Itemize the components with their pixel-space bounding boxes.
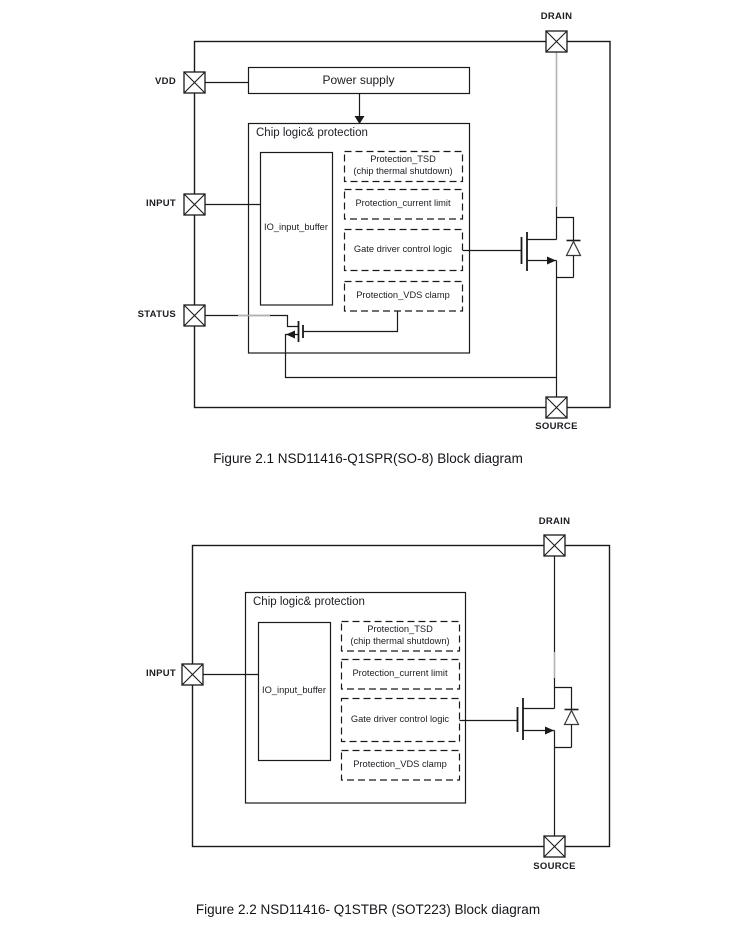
fig2-body-diode-icon (563, 708, 580, 748)
fig1-protection-current-limit-box (343, 188, 464, 220)
fig2-pins (181, 534, 566, 858)
fig2-device-outline (191, 544, 611, 848)
fig1-io-buffer-box (259, 151, 334, 306)
fig2-right-arrowhead (545, 726, 554, 735)
fig2-diode-branch-top (554, 686, 573, 709)
fig2-source-pin-icon (543, 835, 566, 858)
fig1-source-pin-label: SOURCE (535, 421, 578, 432)
fig1-input-pin-label: INPUT (146, 198, 176, 209)
fig2-source-pin-label: SOURCE (533, 861, 576, 872)
fig2-input-pin-label: INPUT (146, 668, 176, 679)
fig1-down-arrowhead (354, 116, 365, 124)
fig1-status-wire (205, 314, 298, 328)
fig2-dashed-blocks (340, 620, 461, 781)
fig1-drain-pin-icon (545, 30, 568, 53)
fig2-gate-driver-box (340, 697, 461, 743)
fig1-vds-clamp-to-gate-wire (303, 311, 399, 333)
fig1-io-buffer-label: IO_input_buffer (264, 222, 328, 233)
figure1-circuit (183, 30, 611, 419)
fig2-io-buffer-box (257, 621, 332, 762)
figure2-caption: Figure 2.2 NSD11416- Q1STBR (SOT223) Blo… (195, 902, 541, 917)
fig2-chip-logic-box (244, 591, 467, 804)
fig1-left-arrowhead (286, 330, 295, 339)
fig2-protection-current-limit-label: Protection_current limit (352, 668, 448, 679)
fig2-drain-pin-icon (543, 534, 566, 557)
fig1-diode-branch-top (556, 216, 575, 240)
fig1-power-supply-label: Power supply (322, 72, 395, 87)
figure1-caption: Figure 2.1 NSD11416-Q1SPR(SO-8) Block di… (213, 451, 523, 466)
fig1-body-diode-icon (565, 239, 582, 278)
fig1-pins (183, 30, 568, 419)
fig1-dashed-blocks (343, 150, 464, 312)
fig1-vdd-pin-icon (183, 71, 206, 94)
fig2-drain-pin-label: DRAIN (538, 516, 571, 527)
fig1-status-pin-label: STATUS (137, 309, 176, 320)
fig1-device-outline (193, 40, 611, 409)
fig2-io-buffer-label: IO_input_buffer (262, 685, 326, 696)
fig1-protection-vds-clamp-box (343, 280, 464, 312)
fig1-status-pin-icon (183, 304, 206, 327)
fig2-protection-vds-clamp-box (340, 749, 461, 781)
fig1-gate-driver-box (343, 228, 464, 272)
fig1-right-arrowhead (547, 256, 556, 265)
fig2-input-pin-icon (181, 663, 204, 686)
fig2-protection-current-limit-box (340, 658, 461, 690)
fig2-chip-logic-title: Chip logic& protection (253, 596, 365, 608)
fig1-protection-vds-clamp-label: Protection_VDS clamp (356, 290, 450, 301)
fig2-protection-vds-clamp-label: Protection_VDS clamp (353, 759, 447, 770)
fig1-vdd-pin-label: VDD (155, 76, 176, 87)
fig1-protection-current-limit-label: Protection_current limit (355, 198, 451, 209)
fig2-protection-tsd-box (340, 620, 461, 652)
fig1-drain-pin-label: DRAIN (540, 11, 573, 22)
fig1-chip-logic-box (247, 122, 471, 354)
fig1-source-pin-icon (545, 396, 568, 419)
fig1-protection-tsd-box (343, 150, 464, 183)
fig1-status-source-wire (284, 333, 557, 379)
fig1-status-mosfet-icon (284, 311, 557, 379)
fig2-protection-tsd-label: Protection_TSD (chip thermal shutdown) (350, 624, 450, 646)
fig2-power-mosfet-icon (459, 698, 555, 740)
fig1-gate-driver-label: Gate driver control logic (353, 243, 453, 254)
fig2-gate-driver-label: Gate driver control logic (350, 713, 450, 724)
figure2-circuit (181, 534, 611, 858)
fig1-input-pin-icon (183, 193, 206, 216)
fig1-power-mosfet-icon (463, 232, 557, 271)
fig1-chip-logic-title: Chip logic& protection (256, 127, 368, 139)
fig1-protection-tsd-label: Protection_TSD (chip thermal shutdown) (353, 154, 453, 176)
